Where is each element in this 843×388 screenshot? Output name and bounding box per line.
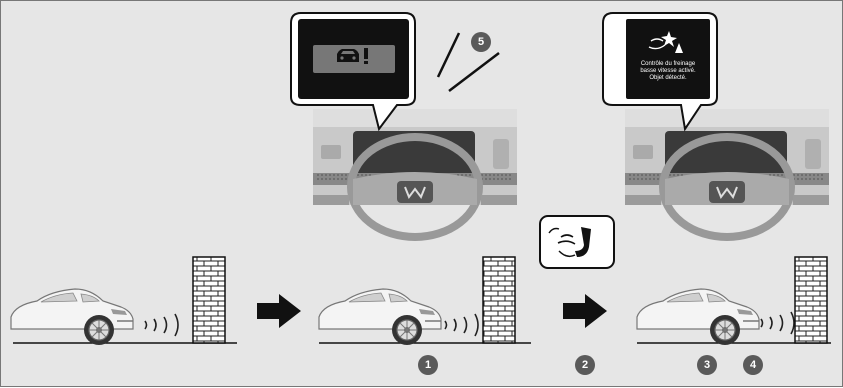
brake-message-line3: Objet détecté.: [649, 75, 687, 81]
callout-5-label: 5: [478, 36, 484, 48]
callout-1-label: 1: [425, 359, 431, 371]
callout-4: 4: [743, 355, 763, 375]
callout-4-label: 4: [750, 359, 757, 371]
dashboard-scene-warning: [313, 109, 517, 237]
car-scene-3: [637, 289, 759, 345]
brake-message-line2: basse vitesse activé.: [640, 68, 696, 74]
callout-1: 1: [418, 355, 438, 375]
automatic-braking-pedal-icon: [540, 216, 614, 268]
callout-2-label: 2: [582, 359, 588, 371]
brick-wall-2: [483, 257, 515, 343]
dashboard-scene-brake: [625, 109, 829, 237]
parking-sensor-waves-2: [445, 314, 478, 336]
brick-wall-1: [193, 257, 225, 343]
brick-wall-3: [795, 257, 827, 343]
callout-2: 2: [575, 355, 595, 375]
car-scene-1: [11, 289, 133, 345]
callout-3: 3: [697, 355, 717, 375]
brake-message-line1: Contrôle du freinage: [641, 61, 696, 67]
right-arrow-icon-2: [563, 294, 607, 328]
parking-sensor-waves-1: [145, 314, 178, 336]
callout-5: 5: [471, 32, 491, 52]
parking-sensor-waves-3: [761, 312, 794, 334]
callout-3-label: 3: [704, 359, 710, 371]
car-scene-2: [319, 289, 441, 345]
right-arrow-icon-1: [257, 294, 301, 328]
